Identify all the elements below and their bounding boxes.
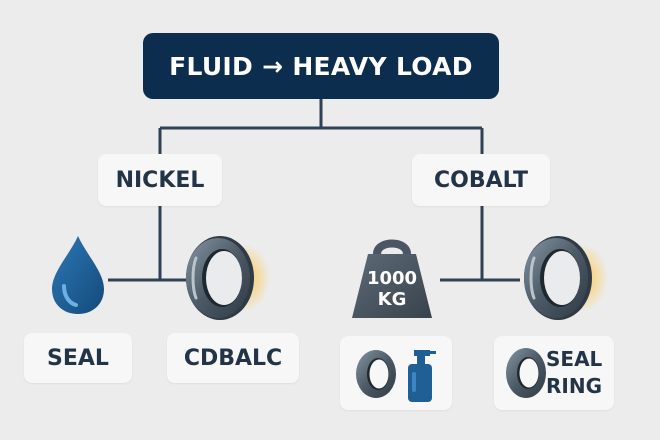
seal-ring-label: SEAL RING — [546, 346, 602, 400]
ring-spray-card — [340, 336, 452, 410]
weight-value: 1000 — [367, 268, 417, 289]
seal-ring-icon — [524, 236, 608, 320]
weight-unit: KG — [378, 289, 407, 310]
seal-ring-card — [494, 336, 614, 410]
seal-ring-line1: SEAL — [546, 347, 603, 371]
water-drop-icon — [52, 236, 104, 314]
nickel-label: NICKEL — [98, 154, 222, 206]
seal-ring-icon — [506, 348, 546, 398]
cobalt-label: COBALT — [412, 154, 550, 206]
seal-ring-line2: RING — [546, 374, 602, 398]
cdbalc-label: CDBALC — [167, 333, 299, 383]
seal-label: SEAL — [24, 333, 132, 383]
seal-ring-icon — [186, 236, 270, 320]
header-title: FLUID → HEAVY LOAD — [143, 33, 499, 99]
spray-bottle-icon — [408, 350, 436, 402]
weight-icon: 1000 KG — [352, 239, 432, 318]
seal-ring-icon — [356, 350, 396, 398]
